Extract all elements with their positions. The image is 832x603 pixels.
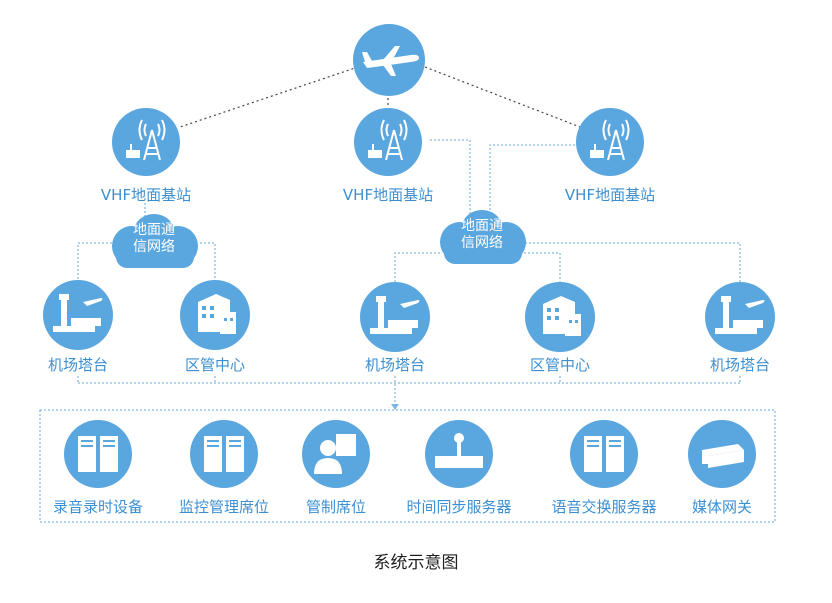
cloud-label-line1: 地面通 <box>133 222 175 238</box>
server-icon <box>78 436 118 472</box>
aircraft-node <box>353 24 425 96</box>
radio-tower-icon <box>368 119 408 161</box>
server-icon <box>584 436 624 472</box>
diagram-caption: 系统示意图 <box>373 553 459 573</box>
airport-tower-node <box>360 282 430 352</box>
area-control-center-node <box>525 282 595 352</box>
ground-node-label: 机场塔台 <box>364 356 425 374</box>
device-label: 监控管理席位 <box>178 498 269 516</box>
base-station-label: VHF地面基站 <box>342 186 434 204</box>
device-label: 媒体网关 <box>691 498 752 516</box>
media-gateway-node <box>688 420 756 488</box>
ground-node-label: 机场塔台 <box>47 356 108 374</box>
ground-network-cloud: 地面通 信网络 <box>102 212 206 272</box>
air-link-left <box>179 66 359 128</box>
device-label: 时间同步服务器 <box>406 498 512 516</box>
control-tower-icon <box>53 294 103 332</box>
cloud-label-line2: 信网络 <box>133 239 175 255</box>
cloud-label-line1: 地面通 <box>461 218 503 234</box>
operator-workstation-icon <box>314 434 356 474</box>
cloud-icon <box>112 214 198 268</box>
cloud-icon <box>440 210 526 264</box>
voice-switch-server-node <box>570 420 638 488</box>
device-label: 录音录时设备 <box>52 498 143 516</box>
ground-node-label: 机场塔台 <box>709 356 770 374</box>
time-sync-server-node <box>425 420 493 488</box>
control-tower-icon <box>370 296 420 334</box>
cloud-label-line2: 信网络 <box>461 235 503 251</box>
base-station-1 <box>112 108 180 176</box>
ground-network-cloud: 地面通 信网络 <box>430 208 534 268</box>
time-server-icon <box>435 433 483 468</box>
ground-node-label: 区管中心 <box>529 356 590 374</box>
airport-tower-node <box>43 280 113 350</box>
radio-tower-icon <box>126 119 166 161</box>
controller-seat-node <box>302 420 370 488</box>
area-control-center-node <box>180 280 250 350</box>
base-station-2 <box>354 108 422 176</box>
airplane-icon <box>362 46 419 76</box>
monitoring-seat-node <box>190 420 258 488</box>
base-station-3 <box>576 108 644 176</box>
base-station-label: VHF地面基站 <box>100 186 192 204</box>
airport-tower-node <box>705 282 775 352</box>
air-link-right <box>424 66 581 128</box>
device-label: 管制席位 <box>305 498 366 516</box>
recording-device-node <box>64 420 132 488</box>
media-gateway-icon <box>702 444 744 468</box>
base-station-label: VHF地面基站 <box>564 186 656 204</box>
building-icon <box>543 296 581 336</box>
radio-tower-icon <box>590 119 630 161</box>
control-tower-icon <box>715 296 765 334</box>
ground-node-label: 区管中心 <box>184 356 245 374</box>
arrow-down-icon <box>391 404 399 410</box>
device-label: 语音交换服务器 <box>551 498 657 516</box>
server-icon <box>204 436 244 472</box>
building-icon <box>198 294 236 334</box>
ground-network-lines <box>39 139 776 523</box>
